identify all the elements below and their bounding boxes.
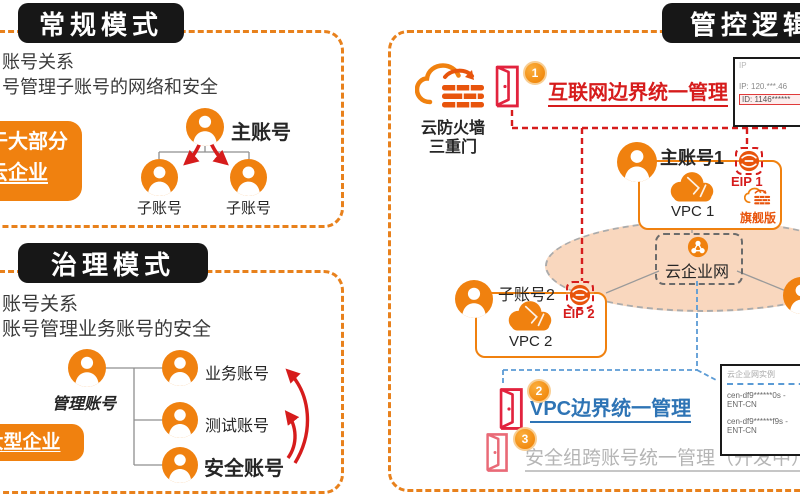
- regular-desc-line1: 账号关系: [2, 52, 74, 72]
- step-badge-3: 3: [513, 427, 537, 451]
- governance-mode-title: 治理模式: [18, 243, 208, 283]
- sub-account-right-user-icon: [230, 159, 267, 196]
- governance-mode-title-text: 治理模式: [50, 249, 175, 280]
- regular-mode-description: 账号关系 号管理子账号的网络和安全: [2, 50, 218, 100]
- flagship-firewall-icon: [744, 187, 772, 207]
- snippet-top-ip: IP: 120.***.46: [739, 82, 788, 91]
- regular-desc-line2: 号管理子账号的网络和安全: [2, 77, 218, 97]
- snippet-top-id: ID: 1146******: [739, 94, 800, 105]
- sub-account3-user-icon: [783, 277, 800, 314]
- regular-tag-line2: 上云企业: [0, 162, 48, 184]
- vpc2-label: VPC 2: [509, 333, 553, 350]
- main-account1-user-icon: [617, 142, 657, 182]
- cen-box: [655, 233, 743, 285]
- firewall-label-line1: 云防火墙: [420, 120, 485, 137]
- regular-tag-line1: 适用于大部分: [0, 131, 68, 153]
- snippet-bottom-row2: cen-df9******f9s -: [727, 417, 788, 426]
- door-icon-2: [494, 385, 524, 433]
- test-account-user-icon: [162, 402, 198, 438]
- main-account-label: 主账号: [231, 122, 291, 144]
- control-logic-title-text: 管控逻辑: [690, 9, 800, 40]
- console-screenshot-bottom: 云企业网实例 cen-df9******0s - ENT-CN cen-df9*…: [720, 364, 800, 456]
- flagship-label: 旗舰版: [740, 211, 777, 225]
- governance-desc-line2: 账号管理业务账号的安全: [2, 319, 212, 340]
- network-node-icon: [687, 236, 709, 258]
- eip1-coin-icon: [735, 147, 763, 175]
- security-account-label: 安全账号: [204, 458, 284, 480]
- vpc1-cloud-icon: [666, 170, 718, 204]
- control-logic-panel: [388, 30, 800, 492]
- business-account-label: 业务账号: [205, 366, 270, 383]
- security-account-user-icon: [162, 447, 198, 483]
- admin-account-user-icon: [68, 349, 106, 387]
- internet-border-link[interactable]: 互联网边界统一管理: [548, 76, 728, 107]
- snippet-bottom-row1: cen-df9******0s -: [727, 391, 786, 400]
- regular-mode-tag: 适用于大部分 上云企业: [0, 121, 82, 201]
- sub-account2-user-icon: [455, 280, 493, 318]
- snippet-divider: [727, 383, 800, 385]
- governance-mode-description: 账号关系 账号管理业务账号的安全: [2, 292, 211, 342]
- test-account-label: 测试账号: [205, 418, 270, 435]
- eip2-coin-icon: [566, 281, 594, 309]
- snippet-bottom-header: 云企业网实例: [727, 370, 775, 379]
- firewall-label-line2: 三重门: [428, 139, 477, 156]
- control-logic-title: 管控逻辑: [662, 3, 800, 43]
- sub-account-right-label: 子账号: [226, 200, 272, 217]
- sub-account-left-label: 子账号: [137, 200, 183, 217]
- regular-mode-title-text: 常规模式: [38, 9, 163, 40]
- snippet-bottom-row2-region: ENT-CN: [727, 426, 757, 435]
- vpc2-cloud-icon: [504, 299, 556, 333]
- regular-mode-title: 常规模式: [18, 3, 184, 43]
- admin-account-label: 管理账号: [52, 396, 117, 413]
- main-account-user-icon: [186, 108, 224, 146]
- cen-label: 云企业网: [665, 264, 730, 281]
- door-icon-1: [490, 63, 520, 110]
- main-account1-label: 主账号1: [660, 148, 725, 168]
- business-account-user-icon: [162, 350, 198, 386]
- step-badge-1: 1: [523, 61, 547, 85]
- step-badge-2: 2: [527, 379, 551, 403]
- eip1-label: EIP 1: [731, 174, 763, 189]
- console-screenshot-top: IP IP: 120.***.46 ID: 1146******: [733, 57, 800, 127]
- sub-account2-label: 子账号2: [498, 287, 555, 304]
- governance-desc-line1: 账号关系: [2, 294, 79, 315]
- eip2-label: EIP 2: [563, 306, 595, 321]
- snippet-top-corner: IP: [739, 61, 747, 70]
- vpc1-label: VPC 1: [671, 203, 715, 220]
- snippet-bottom-row1-region: ENT-CN: [727, 400, 757, 409]
- vpc-border-link[interactable]: VPC边界统一管理: [530, 392, 692, 423]
- sub-account-left-user-icon: [141, 159, 178, 196]
- door-icon-3: [481, 431, 509, 474]
- governance-mode-tag: 适合中大型企业: [0, 424, 84, 461]
- governance-tag-text: 适合中大型企业: [0, 432, 61, 453]
- cloud-firewall-icon: [415, 62, 489, 114]
